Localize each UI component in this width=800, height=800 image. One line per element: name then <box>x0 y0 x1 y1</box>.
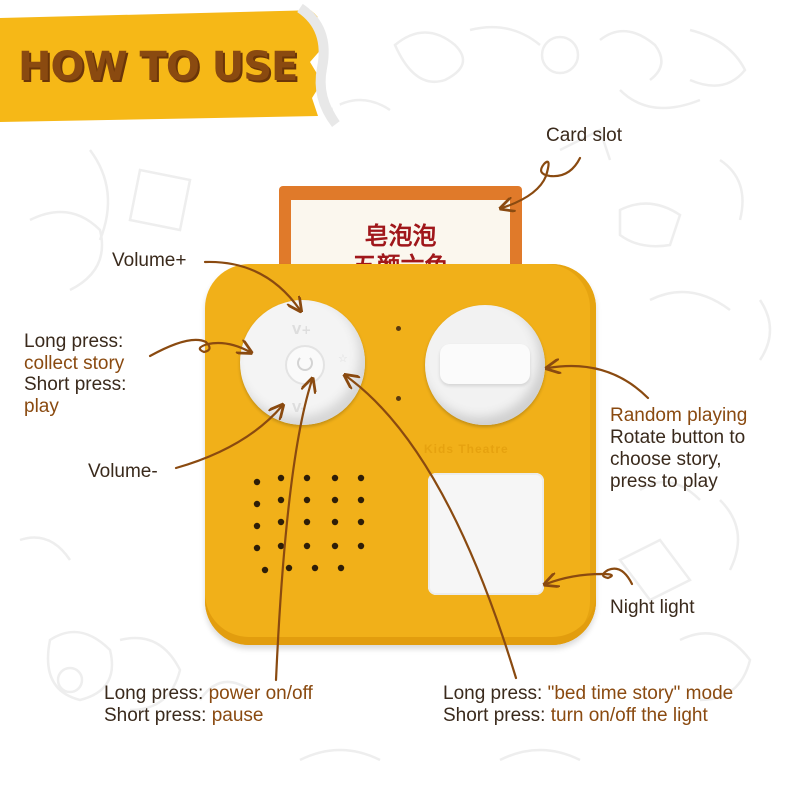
random-playing-arrow <box>548 366 650 400</box>
rotate-knob-grip[interactable] <box>440 344 530 384</box>
power-icon <box>297 355 313 371</box>
random-playing-line2: Rotate button to <box>610 427 746 448</box>
left-button-short-action: play <box>24 396 59 417</box>
indicator-dot <box>396 326 401 331</box>
collect-story-arrow <box>148 338 250 358</box>
indicator-dot <box>396 396 401 401</box>
volume-markings: V+ V- ☆ <box>292 323 348 415</box>
night-light-panel[interactable] <box>428 473 544 595</box>
bottom-right-long-line: Long press: "bed time story" mode <box>443 682 733 705</box>
left-button-long-action: collect story <box>24 353 125 374</box>
night-light-arrow <box>546 567 634 584</box>
header-banner <box>0 2 340 128</box>
volume-plus-arrow <box>203 260 300 310</box>
story-card-title-line1: 皂泡泡 <box>364 221 437 250</box>
center-button-long-action: power on/off <box>208 683 313 704</box>
svg-text:☆: ☆ <box>338 352 348 365</box>
volume-minus-arrow <box>174 406 282 470</box>
center-button-short-action: pause <box>211 705 264 726</box>
center-button-long-prefix: Long press: <box>104 683 209 704</box>
bed-time-arrow <box>346 376 518 680</box>
left-button-short-prefix: Short press: <box>24 374 127 395</box>
bottom-right-short-line: Short press: turn on/off the light <box>443 704 708 727</box>
random-playing-title: Random playing <box>610 405 748 426</box>
center-button-short-prefix: Short press: <box>104 705 212 726</box>
bottom-right-short-prefix: Short press: <box>443 705 551 726</box>
random-playing-line4: press to play <box>610 471 718 492</box>
bottom-right-long-action: "bed time story" mode <box>547 683 734 704</box>
card-slot-arrow <box>502 156 582 208</box>
volume-minus-label: Volume- <box>88 461 158 482</box>
brand-engraving: Kids Theatre <box>424 442 509 456</box>
bottom-right-short-action: turn on/off the light <box>550 705 708 726</box>
night-light-label: Night light <box>610 597 695 618</box>
center-button-long-line: Long press: power on/off <box>104 682 313 705</box>
speaker-grille <box>253 474 365 574</box>
svg-text:V+: V+ <box>292 323 311 337</box>
volume-plus-label: Volume+ <box>112 250 187 271</box>
power-arrow <box>274 380 312 682</box>
svg-text:V-: V- <box>292 401 305 415</box>
left-button-long-prefix: Long press: <box>24 331 124 352</box>
random-playing-line3: choose story, <box>610 449 722 470</box>
card-slot-label: Card slot <box>546 125 623 146</box>
center-button-short-line: Short press: pause <box>104 704 264 727</box>
page-title: HOW TO USE <box>18 44 298 90</box>
bottom-right-long-prefix: Long press: <box>443 683 548 704</box>
